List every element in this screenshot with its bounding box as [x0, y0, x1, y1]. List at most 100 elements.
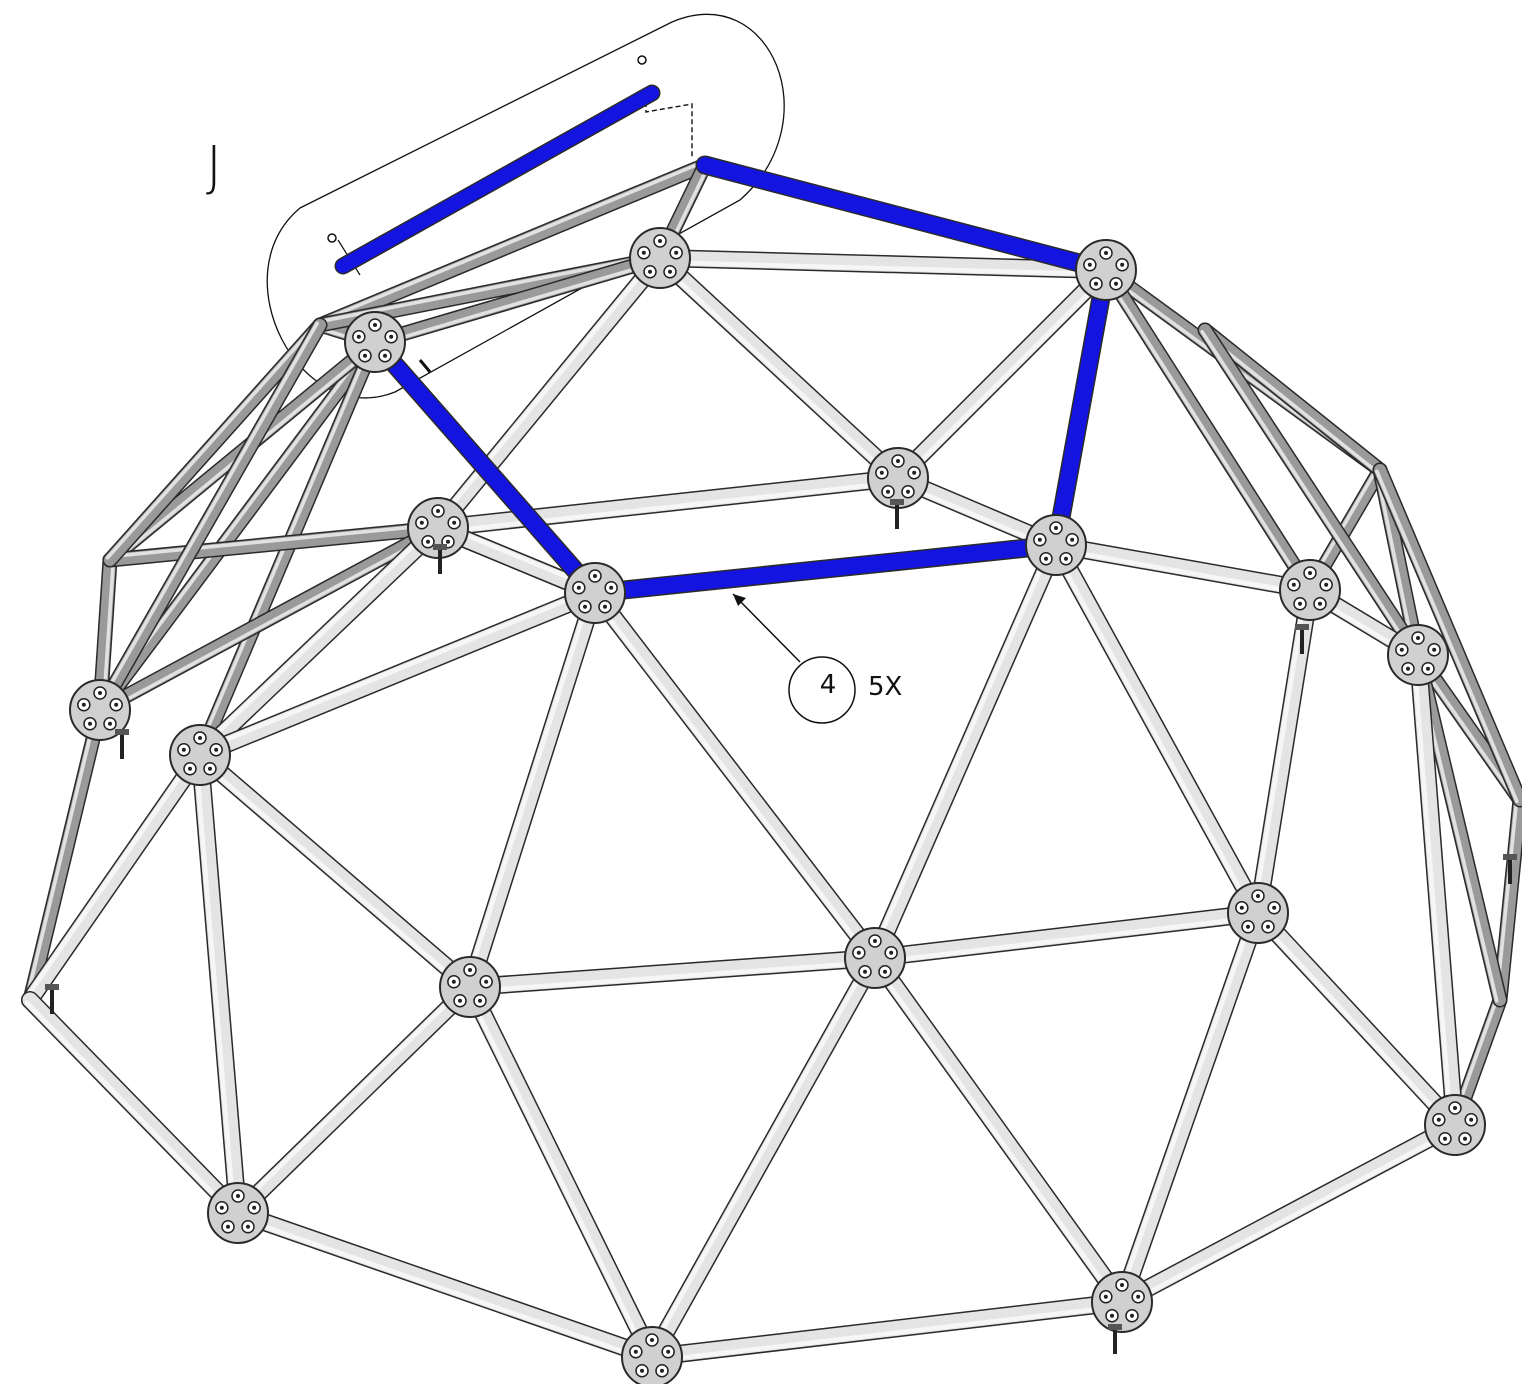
strut-23-sheen: [869, 958, 1121, 1307]
back-strut-1-body: [24, 704, 106, 1006]
hub-bolt-center: [1103, 1294, 1108, 1299]
strut-25-body: [1114, 905, 1266, 1310]
hub-bolt-center: [445, 539, 450, 544]
strut-30-sheen: [1121, 1126, 1460, 1308]
back-strut-20-sheen: [316, 160, 706, 324]
hub-bolt-center: [477, 998, 482, 1003]
strut-11-sheen: [589, 593, 874, 963]
strut-21: [461, 978, 661, 1366]
strut-12: [866, 536, 1065, 967]
strut-3-body: [430, 470, 906, 536]
hub-bolt-center: [873, 939, 877, 943]
back-strut-16: [1492, 792, 1522, 1008]
bolt-icon: [1108, 1324, 1122, 1354]
highlighted-strut-1-body: [587, 537, 1064, 601]
hub-bolt-center: [214, 747, 219, 752]
bolt-head: [45, 984, 59, 990]
back-strut-10-body: [1100, 264, 1316, 596]
back-strut-13: [1197, 322, 1426, 663]
hub-connector-icon: [207, 1182, 269, 1244]
hub-bolt-center: [609, 585, 614, 590]
back-strut-25: [92, 317, 328, 718]
back-strut-22-body: [104, 319, 326, 566]
hub-connector-icon: [629, 227, 691, 289]
strut-16: [191, 746, 479, 996]
hub-bolt-center: [1399, 647, 1404, 652]
strut-19-sheen: [468, 959, 878, 994]
hub-bolt-center: [389, 334, 394, 339]
back-strut-19-body: [1374, 464, 1522, 806]
hub-bolt-center: [452, 520, 457, 525]
hub-bolt-center: [1110, 1313, 1115, 1318]
strut-2-sheen: [657, 259, 1109, 277]
hub-bolt-center: [1425, 666, 1430, 671]
strut-20: [229, 978, 479, 1222]
back-strut-1: [22, 702, 108, 1008]
strut-21-body: [462, 979, 660, 1365]
strut-13-body: [1048, 537, 1266, 921]
hub-bolt-center: [1406, 666, 1411, 671]
hub-bolt-center: [1104, 251, 1108, 255]
strut-22-body: [644, 950, 883, 1365]
detail-outline-path: [266, 13, 785, 399]
strut-18-body: [22, 747, 208, 1008]
strut-2-body: [652, 250, 1114, 278]
strut-27: [1409, 646, 1464, 1134]
hub-bolt-center: [1308, 571, 1312, 575]
back-strut-5-sheen: [107, 522, 440, 559]
hub-bolt-center: [1120, 1283, 1124, 1287]
hub-connector-icon: [1075, 239, 1137, 301]
highlighted-strut-3: [695, 155, 1116, 280]
step-label: J: [206, 135, 222, 198]
hub-bolt-center: [114, 702, 119, 707]
back-strut-6-sheen: [99, 529, 442, 715]
strut-2: [651, 249, 1115, 279]
hub-connector-icon: [1424, 1094, 1486, 1156]
back-strut-26-sheen: [374, 259, 663, 348]
strut-28-body: [230, 1205, 660, 1365]
strut-30: [1113, 1116, 1464, 1311]
hub-bolt-center: [451, 979, 456, 984]
hub-bolt-center: [1087, 262, 1092, 267]
strut-29-sheen: [650, 1303, 1125, 1364]
hub-bolt-center: [198, 736, 202, 740]
hub-bolt-center: [1443, 1136, 1448, 1141]
strut-31: [21, 991, 247, 1222]
strut-10: [461, 584, 604, 996]
strut-10-body: [462, 585, 603, 995]
bolt-icon: [1503, 854, 1517, 884]
strut-0-body: [430, 250, 668, 536]
strut-19: [461, 949, 884, 996]
hub-bolt-center: [650, 1338, 654, 1342]
strut-8: [191, 519, 447, 764]
hub-connector-icon: [844, 927, 906, 989]
hub-bolt-center: [856, 950, 861, 955]
strut-6: [1047, 536, 1319, 599]
strut-11: [586, 584, 884, 967]
hub-bolt-center: [1070, 537, 1075, 542]
hub-bolt-center: [1239, 905, 1244, 910]
hub-bolt-center: [641, 250, 646, 255]
back-strut-19-sheen: [1375, 469, 1519, 804]
strut-22: [643, 949, 884, 1366]
back-strut-6-body: [94, 522, 444, 716]
strut-24-body: [867, 905, 1266, 966]
strut-26-body: [1250, 905, 1463, 1133]
hub-bolt-center: [1063, 556, 1068, 561]
strut-31-body: [22, 992, 246, 1221]
back-strut-6: [92, 520, 446, 718]
strut-24: [866, 904, 1267, 967]
hub-bolt-center: [245, 1224, 250, 1229]
back-strut-20-body: [314, 159, 711, 331]
hub-connectors-layer: [45, 227, 1517, 1384]
strut-19-body: [462, 950, 883, 995]
hub-bolt-center: [1037, 537, 1042, 542]
bolt-head: [890, 499, 904, 505]
exploded-strut-body: [336, 86, 659, 273]
hub-bolt-center: [419, 520, 424, 525]
back-strut-18-body: [1412, 649, 1506, 1006]
strut-5-sheen: [898, 270, 1112, 484]
hub-bolt-center: [1113, 281, 1118, 286]
part-balloon-number: 4: [819, 670, 837, 700]
strut-27-sheen: [1411, 653, 1454, 1128]
